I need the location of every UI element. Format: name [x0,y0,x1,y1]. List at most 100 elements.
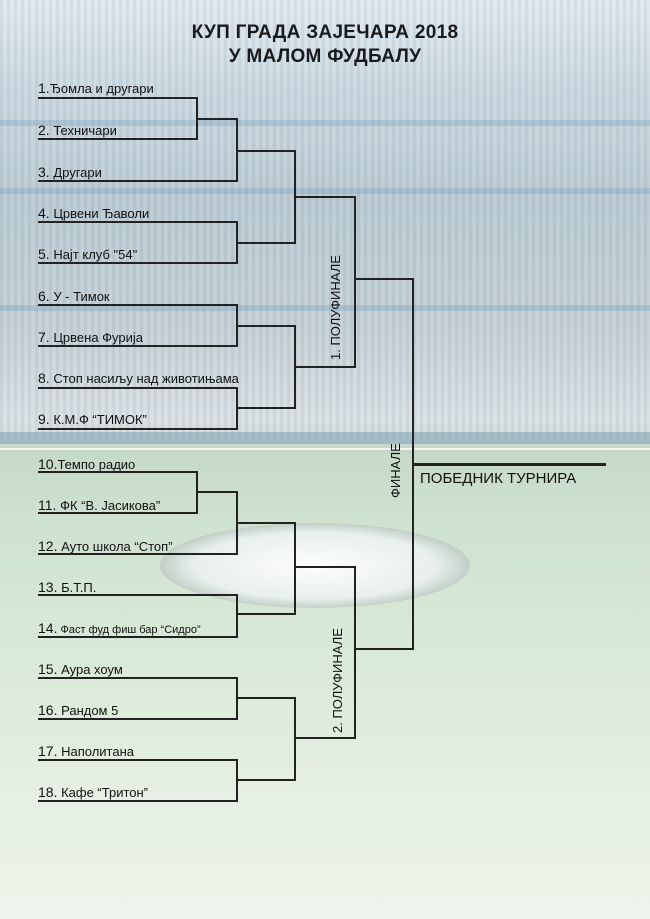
team-entry: 17. Наполитана [38,743,134,759]
team-name: Црвени Ђаволи [53,206,150,221]
bracket-line [354,196,356,368]
team-number: 7. [38,329,50,345]
team-number: 17. [38,743,58,759]
bracket-line [236,522,296,524]
team-name: Црвена Фурија [53,330,144,345]
team-line [38,677,238,679]
team-entry: 12. Ауто школа “Стоп” [38,538,173,554]
winner-line [412,463,606,466]
bracket-line [294,366,356,368]
team-name: Аура хоум [61,662,123,677]
bracket-line [196,118,238,120]
team-number: 13. [38,579,58,595]
team-entry: 1.Ђомла и другари [38,80,154,96]
team-entry: 11. ФК “В. Јасикова” [38,497,160,513]
team-line [38,138,196,140]
team-line [38,718,238,720]
team-line [38,387,238,389]
team-entry: 4. Црвени Ђаволи [38,205,149,221]
semifinal-2-label: 2. ПОЛУФИНАЛЕ [330,628,345,733]
bracket-line [236,325,296,327]
team-entry: 16. Рандом 5 [38,702,118,718]
team-line [38,262,238,264]
team-number: 8. [38,370,50,386]
team-name: Б.Т.П. [61,580,97,595]
team-entry: 3. Другари [38,164,102,180]
team-number: 4. [38,205,50,221]
team-name: Рандом 5 [61,703,119,718]
team-number: 16. [38,702,58,718]
team-line [38,221,238,223]
bracket-line [236,697,296,699]
bracket-line [354,648,414,650]
team-name: Другари [53,165,102,180]
team-line [38,180,238,182]
page-title: КУП ГРАДА ЗАЈЕЧАРА 2018 [191,22,459,43]
semifinal-1-label: 1. ПОЛУФИНАЛЕ [328,255,343,360]
team-entry: 2. Техничари [38,122,117,138]
team-entry: 5. Најт клуб "54" [38,246,137,262]
team-line [38,636,238,638]
team-entry: 18. Кафе “Тритон” [38,784,148,800]
team-entry: 9. К.М.Ф “ТИМОК” [38,411,147,427]
bracket-line [236,613,296,615]
team-number: 1. [38,80,50,96]
stadium-banner-stripe [0,305,650,311]
bracket-line [354,278,414,280]
team-name: У - Тимок [53,289,110,304]
team-number: 10. [38,456,58,472]
bracket-line [294,196,356,198]
team-number: 6. [38,288,50,304]
pitch-line [0,448,650,450]
team-line [38,97,196,99]
bracket-line [236,407,296,409]
team-name: Најт клуб "54" [53,247,138,262]
team-line [38,759,238,761]
team-number: 12. [38,538,58,554]
stadium-banner-stripe [0,188,650,194]
bracket-line [236,779,296,781]
team-entry: 15. Аура хоум [38,661,123,677]
team-number: 3. [38,164,50,180]
team-entry: 14. Фаст фуд фиш бар “Сидро” [38,620,201,636]
bracket-line [294,566,356,568]
bracket-line [196,491,238,493]
bracket-line [354,566,356,739]
team-name: Фаст фуд фиш бар “Сидро” [60,624,201,636]
team-name: Кафе “Тритон” [61,785,149,800]
stadium-banner-stripe [0,120,650,126]
team-entry: 13. Б.Т.П. [38,579,96,595]
team-entry: 8. Стоп насиљу над животињама [38,370,239,386]
team-name: Наполитана [61,744,134,759]
team-line [38,428,238,430]
team-line [38,345,238,347]
team-name: К.М.Ф “ТИМОК” [53,412,147,427]
team-number: 9. [38,411,50,427]
team-number: 18. [38,784,58,800]
stadium-advert-board [0,432,650,444]
team-line [38,304,238,306]
team-line [38,471,196,473]
tournament-winner-label: ПОБЕДНИК ТУРНИРА [420,470,577,487]
team-line [38,594,238,596]
bracket-line [236,594,238,638]
team-line [38,553,238,555]
team-name: Стоп насиљу над животињама [53,371,239,386]
bracket-line [294,737,356,739]
final-label: ФИНАЛЕ [388,443,403,498]
team-number: 5. [38,246,50,262]
center-circle-ceremony [160,523,470,608]
team-name: Техничари [53,123,117,138]
team-entry: 6. У - Тимок [38,288,110,304]
page-subtitle: У МАЛОМ ФУДБАЛУ [228,46,422,67]
bracket-line [236,242,296,244]
team-entry: 7. Црвена Фурија [38,329,143,345]
team-entry: 10.Темпо радио [38,456,135,472]
team-name: Темпо радио [57,457,136,472]
team-name: Ауто школа “Стоп” [61,539,173,554]
bracket-line [294,522,296,615]
team-line [38,512,196,514]
bracket-line [236,150,296,152]
team-number: 15. [38,661,58,677]
